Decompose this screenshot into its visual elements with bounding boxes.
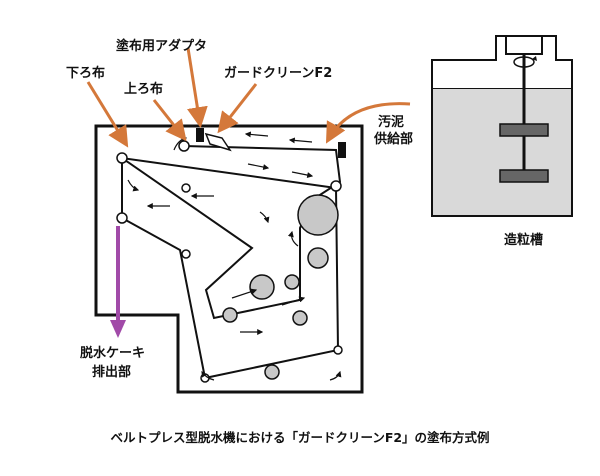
sludge-label-2: 供給部 (373, 131, 413, 147)
lower-cloth-label: 下ろ布 (66, 65, 105, 81)
cake-discharge-arrow (110, 226, 126, 338)
adapter-block (196, 128, 204, 142)
upper-cloth-belt (121, 145, 342, 320)
sludge-nozzle (338, 142, 346, 158)
cake-label-2: 排出部 (92, 364, 131, 380)
caption: ベルトプレス型脱水機における「ガードクリーンF2」の塗布方式例 (110, 430, 489, 445)
cake-label-1: 脱水ケーキ (80, 345, 145, 361)
sludge-label-1: 汚泥 (378, 114, 404, 130)
callout-arrows (86, 47, 411, 148)
guard-clean-nozzle (204, 132, 232, 152)
guard-clean-label: ガードクリーンF2 (224, 66, 332, 81)
upper-cloth-label: 上ろ布 (124, 81, 163, 97)
machine-enclosure (94, 124, 364, 394)
tank-label: 造粒槽 (504, 232, 543, 248)
adapter-label: 塗布用アダプタ (116, 38, 207, 54)
granulation-tank (431, 35, 573, 217)
flow-arrows (127, 131, 342, 381)
